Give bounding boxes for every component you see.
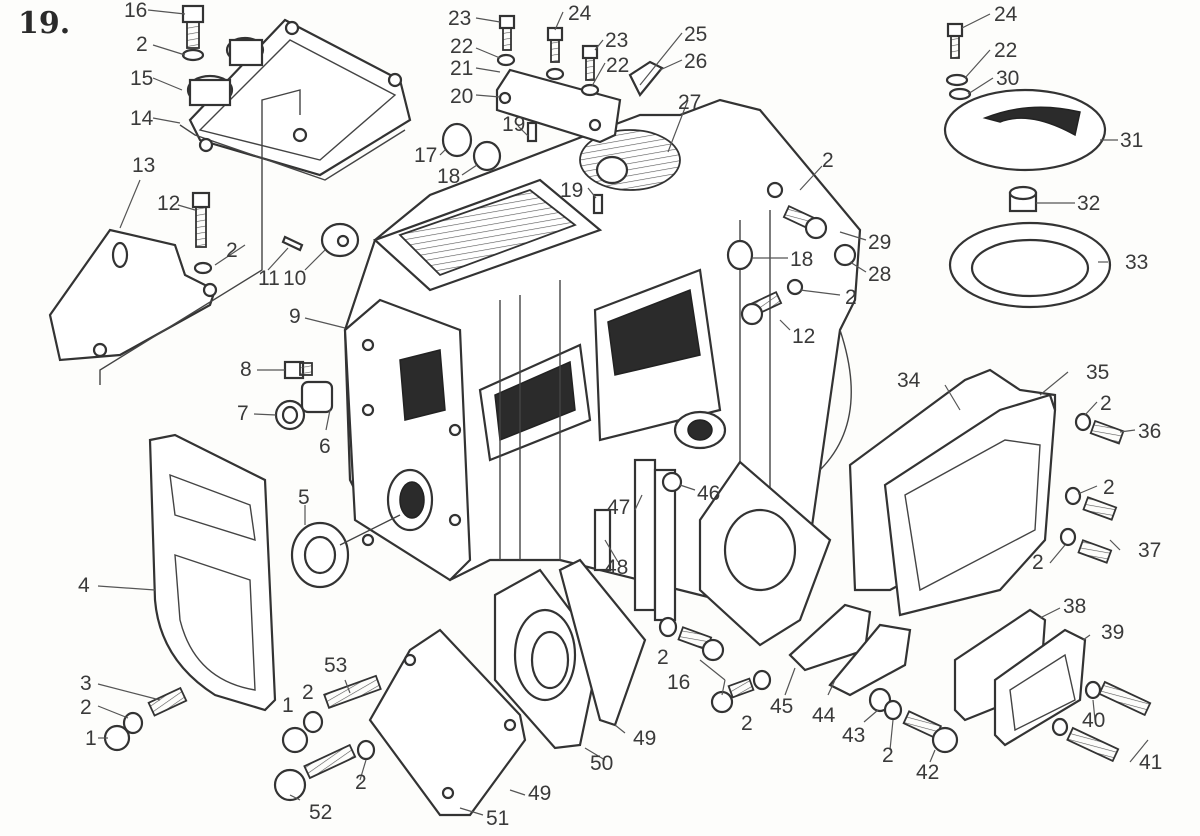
callout-22: 22 — [606, 54, 630, 77]
bolt-16 — [181, 4, 205, 62]
callout-2: 2 — [1100, 392, 1112, 415]
bolt-12-left — [191, 191, 213, 275]
callout-31: 31 — [1120, 129, 1144, 152]
callout-1: 1 — [282, 694, 294, 717]
callout-37: 37 — [1138, 539, 1162, 562]
callout-15: 15 — [130, 67, 154, 90]
covers-34-35 — [848, 368, 1125, 617]
callout-26: 26 — [684, 50, 708, 73]
callout-2: 2 — [822, 149, 834, 172]
callout-12: 12 — [157, 192, 181, 215]
callout-6: 6 — [319, 435, 331, 458]
callout-42: 42 — [916, 761, 940, 784]
callout-28: 28 — [868, 263, 892, 286]
callout-1: 1 — [85, 727, 97, 750]
callout-32: 32 — [1077, 192, 1101, 215]
nut-15 — [186, 36, 265, 107]
gaskets-44-45 — [788, 603, 959, 754]
callout-2: 2 — [845, 286, 857, 309]
callout-38: 38 — [1063, 595, 1087, 618]
callout-51: 51 — [486, 807, 510, 830]
callout-19: 19 — [502, 113, 526, 136]
callout-19: 19 — [560, 179, 584, 202]
callout-10: 10 — [283, 267, 307, 290]
callout-18: 18 — [437, 165, 461, 188]
gasket-4 — [148, 433, 277, 712]
callout-16: 16 — [667, 671, 691, 694]
callout-47: 47 — [607, 496, 631, 519]
callout-29: 29 — [868, 231, 892, 254]
callout-21: 21 — [450, 57, 474, 80]
bushings-17-18 — [441, 121, 629, 215]
callout-13: 13 — [132, 154, 156, 177]
callout-3: 3 — [80, 672, 92, 695]
rear-bolts — [726, 181, 857, 326]
callout-8: 8 — [240, 358, 252, 381]
bracket-13 — [48, 89, 301, 385]
callout-2: 2 — [882, 744, 894, 767]
small-parts-left — [274, 360, 401, 589]
callout-24: 24 — [568, 2, 592, 25]
callout-16: 16 — [124, 0, 148, 22]
callout-49: 49 — [633, 727, 657, 750]
callout-40: 40 — [1082, 709, 1106, 732]
bolts-16-lower — [658, 616, 772, 714]
callout-45: 45 — [770, 695, 794, 718]
flange-50 — [493, 558, 647, 750]
callout-2: 2 — [1103, 476, 1115, 499]
callout-36: 36 — [1138, 420, 1162, 443]
callout-34: 34 — [897, 369, 921, 392]
figure-number: 19. — [18, 6, 71, 41]
callout-7: 7 — [237, 402, 249, 425]
callout-20: 20 — [450, 85, 474, 108]
cover-right-flange — [593, 458, 832, 647]
plate-51 — [368, 628, 527, 817]
callout-25: 25 — [684, 23, 708, 46]
callout-23: 23 — [448, 7, 472, 30]
callout-50: 50 — [590, 752, 614, 775]
plate-20 — [495, 14, 664, 144]
callout-41: 41 — [1139, 751, 1163, 774]
callout-2: 2 — [355, 771, 367, 794]
callout-48: 48 — [605, 556, 629, 579]
callout-22: 22 — [450, 35, 474, 58]
covers-38-39 — [953, 608, 1152, 763]
callout-53: 53 — [324, 654, 348, 677]
callout-33: 33 — [1125, 251, 1149, 274]
callout-22: 22 — [994, 39, 1018, 62]
callout-18: 18 — [790, 248, 814, 271]
callout-46: 46 — [697, 482, 721, 505]
leader-lines — [97, 9, 1149, 816]
callout-24: 24 — [994, 3, 1018, 26]
callout-4: 4 — [78, 574, 90, 597]
round-cover-31 — [943, 22, 1112, 309]
callout-11: 11 — [258, 267, 280, 290]
callout-39: 39 — [1101, 621, 1125, 644]
callout-2: 2 — [1032, 551, 1044, 574]
callout-30: 30 — [996, 67, 1020, 90]
callout-27: 27 — [678, 91, 702, 114]
callout-2: 2 — [226, 239, 238, 262]
callout-2: 2 — [657, 646, 669, 669]
callout-2: 2 — [302, 681, 314, 704]
callout-52: 52 — [309, 801, 333, 824]
callout-12: 12 — [792, 325, 816, 348]
callout-23: 23 — [605, 29, 629, 52]
callout-17: 17 — [414, 144, 438, 167]
callout-2: 2 — [741, 712, 753, 735]
callout-9: 9 — [289, 305, 301, 328]
fasteners-bottom-left — [103, 674, 382, 802]
callout-14: 14 — [130, 107, 154, 130]
callout-49: 49 — [528, 782, 552, 805]
callout-43: 43 — [842, 724, 866, 747]
callout-44: 44 — [812, 704, 836, 727]
callout-35: 35 — [1086, 361, 1110, 384]
callout-2: 2 — [80, 696, 92, 719]
callout-5: 5 — [298, 486, 310, 509]
callout-2: 2 — [136, 33, 148, 56]
pin-11-and-ring-10 — [281, 222, 360, 258]
